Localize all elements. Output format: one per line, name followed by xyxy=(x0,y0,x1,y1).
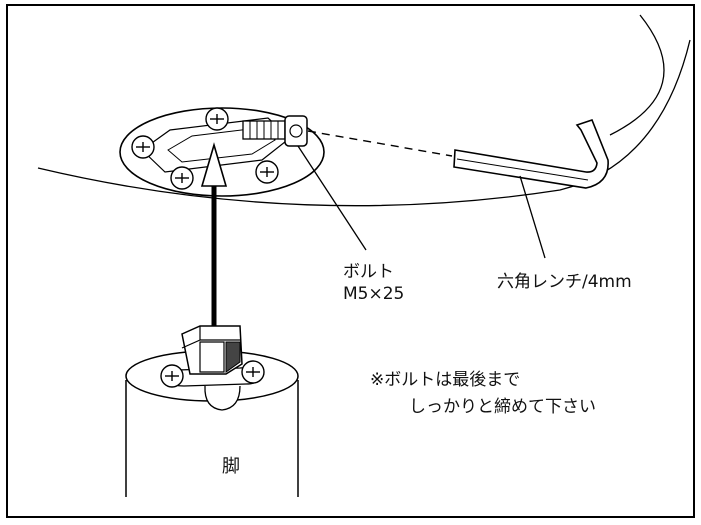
bolt-leader-line xyxy=(297,145,367,251)
alignment-dashed-line xyxy=(307,130,453,157)
wrench-label: 六角レンチ/4mm xyxy=(497,272,632,292)
wrench-leader-line xyxy=(519,175,546,259)
leg xyxy=(125,325,299,497)
frame-border xyxy=(6,4,695,518)
tabletop-edge xyxy=(37,39,691,207)
note-line-1: ※ボルトは最後まで xyxy=(370,370,521,390)
bolt xyxy=(242,115,308,147)
note-line-2: しっかりと締めて下さい xyxy=(409,397,596,417)
hex-wrench xyxy=(453,119,609,189)
tabletop-edge-top xyxy=(609,14,665,136)
bolt-size-label: M5×25 xyxy=(343,284,405,304)
bolt-label: ボルト xyxy=(343,262,394,282)
leg-label: 脚 xyxy=(222,456,240,477)
insert-arrow xyxy=(200,142,228,332)
